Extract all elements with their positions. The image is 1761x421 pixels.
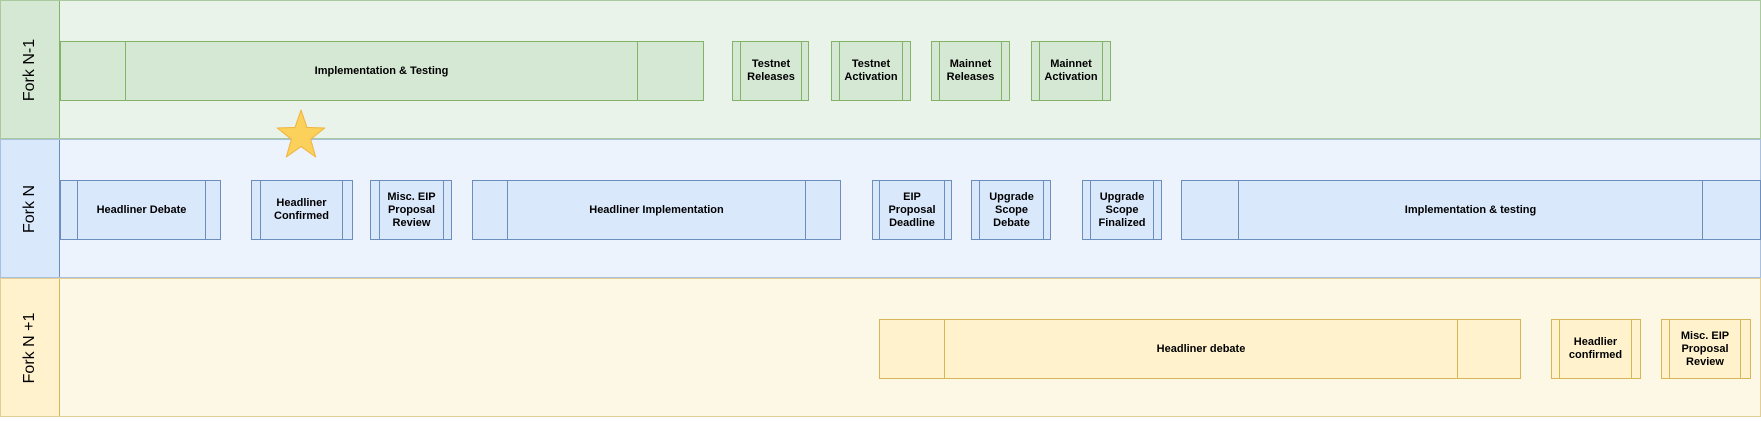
lane-title: Fork N <box>21 184 38 233</box>
bar-start-cap <box>1083 181 1091 239</box>
bar-start-cap <box>61 42 126 100</box>
bar-label: Mainnet Activation <box>1044 58 1098 83</box>
bar-start-cap <box>1552 320 1560 378</box>
bar-end-cap <box>801 42 808 100</box>
lane-fork-n-1: Fork N +1 Headliner debate Headlier confir… <box>0 278 1761 417</box>
timeline-bar-upgrade-scope-debate: Upgrade Scope Debate <box>971 180 1051 240</box>
timeline-bar-headliner-confirmed: Headliner Confirmed <box>251 180 353 240</box>
bar-end-cap <box>944 181 951 239</box>
bar-start-cap <box>972 181 980 239</box>
bar-end-cap <box>1740 320 1750 378</box>
timeline-bar-testnet-activation: Testnet Activation <box>831 41 911 101</box>
bar-start-cap <box>371 181 380 239</box>
bar-end-cap <box>205 181 220 239</box>
bar-end-cap <box>902 42 910 100</box>
timeline-bar-headliner-debate: Headliner debate <box>879 319 1521 379</box>
bar-end-cap <box>443 181 451 239</box>
bar-end-cap <box>1043 181 1050 239</box>
lane-header-fork-n-1: Fork N +1 <box>1 279 60 416</box>
timeline-bar-headliner-implementation: Headliner Implementation <box>472 180 841 240</box>
lane-header-fork-n: Fork N <box>1 140 60 277</box>
bar-start-cap <box>1182 181 1239 239</box>
bar-label: Implementation & Testing <box>314 64 449 77</box>
bar-label: Implementation & testing <box>1404 203 1537 216</box>
bar-label: Headliner debate <box>1156 342 1246 355</box>
bar-label: Testnet Activation <box>844 58 898 83</box>
bar-start-cap <box>1032 42 1040 100</box>
bar-label: Headliner Debate <box>96 203 187 216</box>
lane-fork-n: Fork N Headliner Debate Headliner Confirme… <box>0 139 1761 278</box>
star-icon <box>276 109 326 158</box>
bar-label: Upgrade Scope Finalized <box>1098 190 1146 229</box>
bar-start-cap <box>873 181 880 239</box>
bar-end-cap <box>1702 181 1760 239</box>
bar-start-cap <box>733 42 741 100</box>
lane-fork-n-1: Fork N-1 Implementation & Testing Testnet … <box>0 0 1761 139</box>
timeline-bar-testnet-releases: Testnet Releases <box>732 41 809 101</box>
bar-start-cap <box>880 320 945 378</box>
bar-label: Headliner Confirmed <box>274 197 329 222</box>
bar-end-cap <box>1102 42 1110 100</box>
timeline-bar-headliner-debate: Headliner Debate <box>60 180 221 240</box>
timeline-bar-mainnet-releases: Mainnet Releases <box>931 41 1010 101</box>
bar-label: Misc. EIP Proposal Review <box>387 190 436 229</box>
lane-title: Fork N +1 <box>21 312 38 383</box>
bar-end-cap <box>1153 181 1161 239</box>
bar-end-cap <box>1631 320 1640 378</box>
bar-label: Headliner Implementation <box>589 203 724 216</box>
bar-start-cap <box>252 181 261 239</box>
bar-label: Headlier confirmed <box>1568 336 1623 361</box>
lane-header-fork-n-1: Fork N-1 <box>1 1 60 138</box>
timeline-bar-misc-eip-proposal-review: Misc. EIP Proposal Review <box>1661 319 1751 379</box>
bar-label: Upgrade Scope Debate <box>989 190 1034 229</box>
bar-end-cap <box>805 181 840 239</box>
timeline-bar-implementation-testing: Implementation & testing <box>1181 180 1761 240</box>
bar-start-cap <box>1662 320 1670 378</box>
bar-label: Mainnet Releases <box>946 58 995 83</box>
timeline-bar-mainnet-activation: Mainnet Activation <box>1031 41 1111 101</box>
bar-label: Misc. EIP Proposal Review <box>1680 329 1730 368</box>
bar-end-cap <box>1457 320 1520 378</box>
bar-end-cap <box>342 181 352 239</box>
bar-start-cap <box>832 42 840 100</box>
bar-end-cap <box>1001 42 1009 100</box>
bar-start-cap <box>61 181 78 239</box>
timeline-bar-implementation-testing: Implementation & Testing <box>60 41 704 101</box>
lane-title: Fork N-1 <box>21 38 38 101</box>
bar-start-cap <box>473 181 508 239</box>
bar-start-cap <box>932 42 940 100</box>
bar-label: Testnet Releases <box>747 58 795 83</box>
bar-label: EIP Proposal Deadline <box>888 190 936 229</box>
timeline-bar-headlier-confirmed: Headlier confirmed <box>1551 319 1641 379</box>
bar-end-cap <box>637 42 703 100</box>
timeline-bar-eip-proposal-deadline: EIP Proposal Deadline <box>872 180 952 240</box>
timeline-bar-upgrade-scope-finalized: Upgrade Scope Finalized <box>1082 180 1162 240</box>
timeline-bar-misc-eip-proposal-review: Misc. EIP Proposal Review <box>370 180 452 240</box>
